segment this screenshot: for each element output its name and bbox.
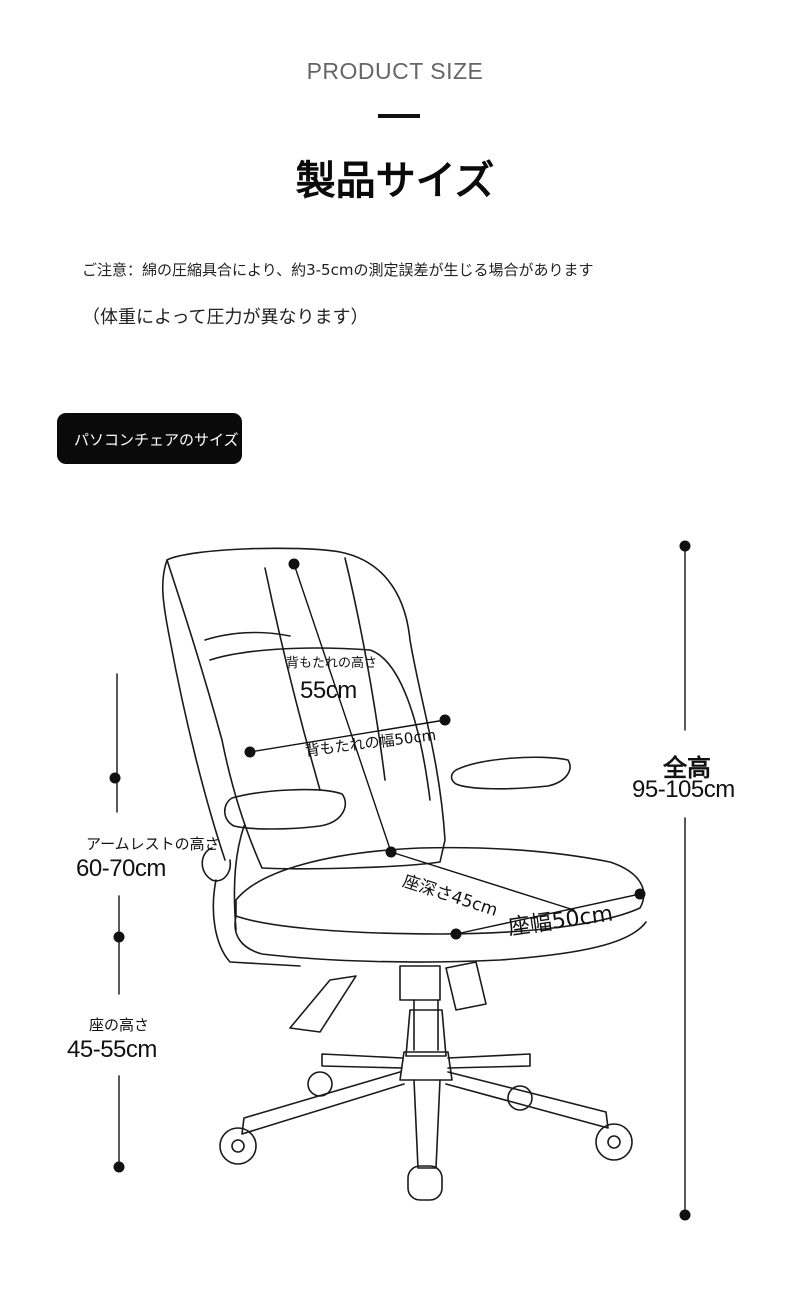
seat-underside (212, 879, 301, 967)
backrest-seam-mid (264, 567, 321, 791)
dot-backrest-right (439, 714, 451, 726)
dot-floor (113, 1161, 125, 1173)
product-size-heading: PRODUCT SIZE (306, 58, 484, 84)
caster-front (407, 1165, 443, 1201)
backrest-height-label: 背もたれの高さ (286, 656, 378, 671)
seat-front (234, 915, 647, 963)
caster-right-inner (607, 1135, 621, 1149)
section-badge-label: パソコンチェアのサイズ (74, 431, 239, 449)
seat-top (235, 846, 645, 935)
caster-left-inner (231, 1139, 245, 1153)
seat-depth-line (390, 851, 575, 911)
total-height-label: 全高 (663, 754, 711, 782)
dot-total-low (679, 1209, 691, 1221)
section-badge: パソコンチェアのサイズ (57, 413, 242, 464)
seat-width-line (455, 893, 641, 935)
seat-mechanism (399, 965, 441, 1001)
dot-seat-back (385, 846, 397, 858)
gas-cylinder (413, 999, 439, 1051)
right-armrest (450, 756, 571, 790)
base-leg-back-left (321, 1053, 403, 1069)
backrest-seam-right (344, 557, 386, 781)
measurement-note: ご注意：綿の圧縮具合により、約3-5cmの測定誤差が生じる場合があります (82, 261, 594, 279)
cylinder-cover (405, 1009, 447, 1057)
dot-backrest-left (244, 746, 256, 758)
armrest-height-label: アームレストの高さ (86, 835, 220, 853)
base-leg-left (241, 1071, 405, 1135)
base-hub (399, 1051, 453, 1081)
seat-height-label: 座の高さ (89, 1016, 150, 1034)
page-title: 製品サイズ (295, 158, 495, 204)
caster-back-right (507, 1085, 533, 1111)
left-armrest-support (233, 825, 245, 931)
dot-arm-top (109, 772, 121, 784)
weight-note: （体重によって圧力が異なります） (82, 307, 369, 328)
backrest-seam-left (204, 631, 291, 641)
lever (289, 975, 357, 1033)
dot-total-top (679, 540, 691, 552)
backrest-height-line (293, 563, 392, 853)
armrest-height-value: 60-70cm (76, 855, 166, 882)
dot-seat-front-right (634, 888, 646, 900)
title-divider (378, 114, 420, 118)
left-armrest-hinge (201, 847, 232, 882)
dot-arm-low (113, 931, 125, 943)
caster-left (219, 1127, 257, 1165)
backrest-panel (209, 647, 431, 801)
base-leg-front (413, 1079, 441, 1169)
left-armrest (223, 788, 347, 830)
dot-backrest-top (288, 558, 300, 570)
backrest-width-line (249, 719, 446, 753)
total-height-value: 95-105cm (632, 776, 735, 803)
backrest-outline (166, 547, 446, 870)
tilt-knob (445, 961, 487, 1011)
backrest-side-edge (161, 559, 226, 861)
base-leg-right (445, 1071, 609, 1129)
seat-height-value: 45-55cm (67, 1036, 157, 1063)
backrest-height-value: 55cm (300, 677, 357, 704)
caster-right (595, 1123, 633, 1161)
base-leg-back-right (447, 1053, 531, 1069)
caster-back-left (307, 1071, 333, 1097)
dot-seat-front-left (450, 928, 462, 940)
